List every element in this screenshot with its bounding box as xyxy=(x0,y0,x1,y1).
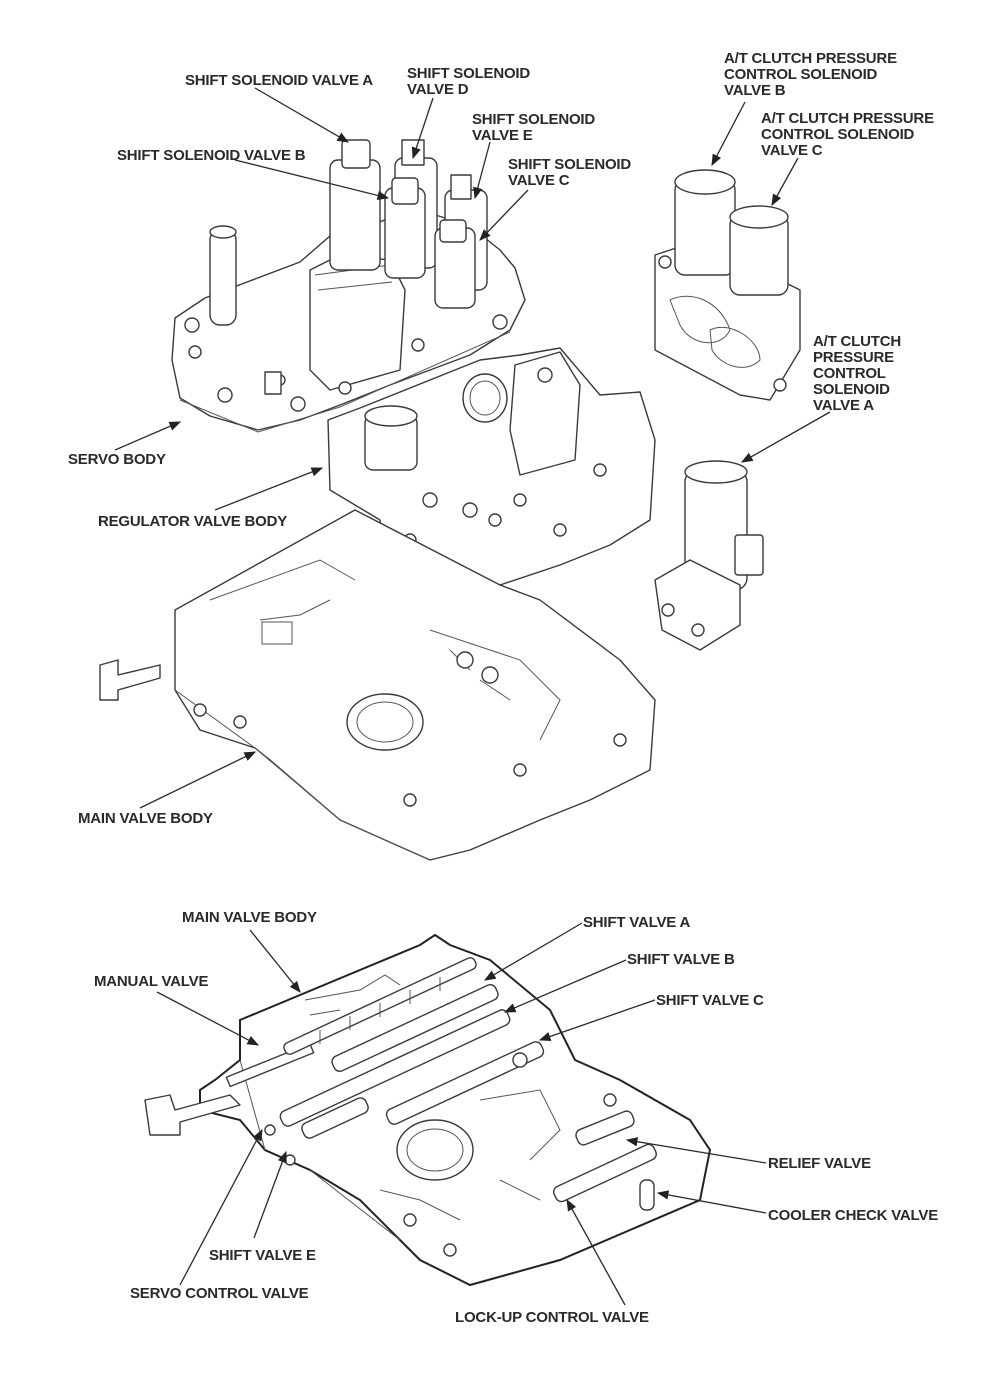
label-relief-valve: RELIEF VALVE xyxy=(768,1155,871,1172)
label-shift-valve-a: SHIFT VALVE A xyxy=(583,914,691,931)
label-shift-solenoid-valve-b: SHIFT SOLENOID VALVE B xyxy=(117,147,306,164)
label-regulator-valve-body: REGULATOR VALVE BODY xyxy=(98,513,288,530)
regulator-valve-body-drawing xyxy=(327,347,656,586)
main-valve-body-lower-drawing xyxy=(144,933,712,1287)
label-shift-valve-b: SHIFT VALVE B xyxy=(627,951,735,968)
label-main-valve-body-upper: MAIN VALVE BODY xyxy=(78,810,213,827)
shift-solenoids-drawing xyxy=(329,139,488,309)
main-valve-body-upper-drawing xyxy=(99,509,656,861)
label-shift-solenoid-valve-c: SHIFT SOLENOID VALVE C xyxy=(508,156,632,189)
leader-lines xyxy=(114,87,831,1306)
label-shift-valve-c: SHIFT VALVE C xyxy=(656,992,764,1009)
label-manual-valve: MANUAL VALVE xyxy=(94,973,209,990)
at-clutch-solenoid-bc-drawing xyxy=(654,169,801,401)
label-cooler-check-valve: COOLER CHECK VALVE xyxy=(768,1207,939,1224)
label-lockup-control-valve: LOCK-UP CONTROL VALVE xyxy=(455,1309,649,1326)
label-at-clutch-solenoid-valve-b: A/T CLUTCH PRESSURE CONTROL SOLENOID VAL… xyxy=(724,50,897,99)
label-servo-control-valve: SERVO CONTROL VALVE xyxy=(130,1285,309,1302)
label-servo-body: SERVO BODY xyxy=(68,451,166,468)
label-shift-solenoid-valve-d: SHIFT SOLENOID VALVE D xyxy=(407,65,531,98)
label-shift-valve-e: SHIFT VALVE E xyxy=(209,1247,316,1264)
label-main-valve-body-lower: MAIN VALVE BODY xyxy=(182,909,317,926)
label-at-clutch-solenoid-valve-c: A/T CLUTCH PRESSURE CONTROL SOLENOID VAL… xyxy=(761,110,934,159)
label-at-clutch-solenoid-valve-a: A/T CLUTCH PRESSURE CONTROL SOLENOID VAL… xyxy=(813,333,901,414)
label-shift-solenoid-valve-a: SHIFT SOLENOID VALVE A xyxy=(185,72,373,89)
label-shift-solenoid-valve-e: SHIFT SOLENOID VALVE E xyxy=(472,111,596,144)
at-clutch-solenoid-a-drawing xyxy=(654,460,764,651)
